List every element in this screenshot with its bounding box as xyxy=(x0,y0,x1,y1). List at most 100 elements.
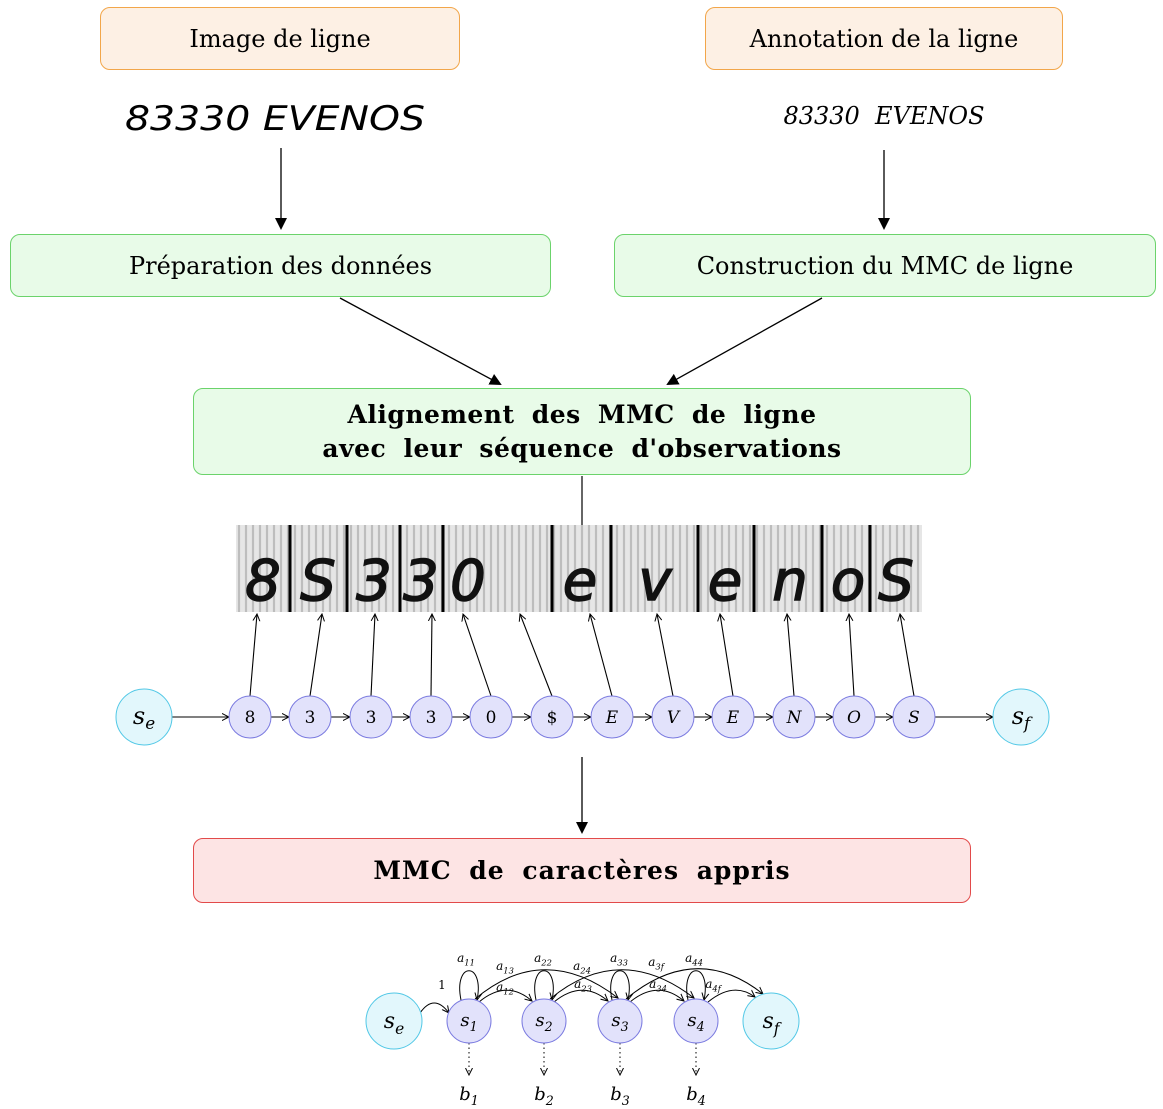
char-hmm-state-circle xyxy=(446,998,492,1044)
transition-end xyxy=(707,989,755,1003)
chain-end-node: sf xyxy=(992,688,1050,746)
transition-label-a44: a44 xyxy=(685,951,703,967)
chain-end-node-label: sf xyxy=(1012,702,1033,733)
char-hmm-state-s2: s2 xyxy=(521,998,567,1044)
transition-skip xyxy=(474,969,618,1000)
preparation-box: Préparation des données xyxy=(10,234,551,297)
transition-forward xyxy=(553,989,608,1003)
observation-link xyxy=(657,614,674,697)
char-hmm-state-label: s2 xyxy=(535,1010,552,1034)
transition-label-a33: a33 xyxy=(610,951,628,967)
chain-start-node-circle xyxy=(115,688,173,746)
transition-label-start: 1 xyxy=(438,978,446,992)
chain-state-circle xyxy=(590,695,634,739)
chain-state-label: 3 xyxy=(426,708,437,728)
observation-link xyxy=(249,614,257,697)
annotation-line-label: Annotation de la ligne xyxy=(749,24,1019,53)
chain-start-node: se xyxy=(115,688,173,746)
handwritten-glyph: n xyxy=(772,549,808,614)
handwritten-glyph: S xyxy=(878,549,914,614)
transition-start xyxy=(419,1002,449,1013)
annotation-text: 83330 EVENOS xyxy=(783,102,984,130)
chain-state-label: N xyxy=(786,708,803,728)
chain-state-node: 8 xyxy=(228,695,272,739)
transition-skip xyxy=(625,968,763,1000)
chain-state-circle xyxy=(409,695,453,739)
observation-link xyxy=(720,614,734,697)
chain-state-label: 3 xyxy=(305,708,316,728)
char-hmm-start-node-label: se xyxy=(384,1009,404,1038)
chain-state-label: 0 xyxy=(486,708,497,728)
handwritten-glyph: 3 xyxy=(403,549,439,614)
chain-state-node: E xyxy=(590,695,634,739)
arrow-construct-to-align xyxy=(666,297,823,385)
learned-box: MMC de caractères appris xyxy=(193,838,971,903)
chain-state-label: O xyxy=(847,708,861,728)
char-hmm-state-circle xyxy=(597,998,643,1044)
transition-self-loop xyxy=(686,970,706,1000)
observation-link xyxy=(431,614,432,697)
construction-box: Construction du MMC de ligne xyxy=(614,234,1156,297)
handwritten-glyph: 8 xyxy=(245,549,281,614)
arrow-prep-to-align xyxy=(339,297,502,385)
char-hmm-state-circle xyxy=(673,998,719,1044)
annotation-line-box: Annotation de la ligne xyxy=(705,7,1063,70)
chain-state-node: 3 xyxy=(349,695,393,739)
transition-label-a23: a23 xyxy=(574,977,592,993)
chain-state-circle xyxy=(711,695,755,739)
chain-state-circle xyxy=(228,695,272,739)
chain-state-label: V xyxy=(667,708,681,728)
chain-state-node: S xyxy=(892,695,936,739)
char-hmm-state-label: s1 xyxy=(460,1010,477,1034)
emission-label-b3: b3 xyxy=(610,1084,630,1108)
transition-label-a13: a13 xyxy=(496,959,514,975)
chain-state-label: E xyxy=(726,708,740,728)
char-hmm-state-label: s4 xyxy=(687,1010,704,1034)
chain-state-circle xyxy=(469,695,513,739)
handwritten-glyph: e xyxy=(563,549,597,614)
chain-state-circle xyxy=(651,695,695,739)
transition-skip xyxy=(549,969,694,1000)
char-hmm-state-circle xyxy=(521,998,567,1044)
handwritten-glyph: 3 xyxy=(356,549,392,614)
observation-link xyxy=(900,614,915,697)
chain-end-node-circle xyxy=(992,688,1050,746)
observation-link xyxy=(309,614,322,697)
alignment-label-line2: avec leur séquence d'observations xyxy=(322,433,842,463)
observation-link xyxy=(463,614,492,697)
chain-state-node: O xyxy=(832,695,876,739)
transition-label-a24: a24 xyxy=(573,959,591,975)
line-hmm-chain: se sf 8 3 3 3 0 $ E V E N O S xyxy=(115,614,1050,746)
char-hmm-end-node: sf xyxy=(742,992,800,1050)
chain-state-label: E xyxy=(605,708,619,728)
chain-state-node: V xyxy=(651,695,695,739)
learned-label: MMC de caractères appris xyxy=(373,856,791,885)
transition-forward xyxy=(478,989,532,1003)
handwritten-sample: 83330 EVENOS xyxy=(125,99,425,139)
alignment-label-line1: Alignement des MMC de ligne xyxy=(347,399,817,429)
chain-state-label: $ xyxy=(547,708,558,728)
chain-state-circle xyxy=(832,695,876,739)
transition-label-a11: a11 xyxy=(457,951,475,967)
preparation-label: Préparation des données xyxy=(128,251,433,280)
chain-state-circle xyxy=(772,695,816,739)
observation-link xyxy=(370,614,375,697)
chain-state-node: 0 xyxy=(469,695,513,739)
observation-link xyxy=(590,614,613,697)
observation-link xyxy=(849,614,855,697)
handwritten-glyph: v xyxy=(638,549,672,614)
transition-self-loop xyxy=(610,970,630,1000)
transition-label-a34: a34 xyxy=(649,977,667,993)
char-hmm-state-label: s3 xyxy=(611,1010,628,1034)
alignment-box: Alignement des MMC de ligne avec leur sé… xyxy=(193,388,971,475)
transition-label-a12: a12 xyxy=(496,980,514,996)
chain-start-node-label: se xyxy=(133,702,155,733)
image-line-label: Image de ligne xyxy=(189,24,371,53)
handwritten-glyph: e xyxy=(708,549,742,614)
observation-link xyxy=(520,614,553,697)
handwritten-glyph: S xyxy=(300,549,336,614)
char-hmm-end-node-circle xyxy=(742,992,800,1050)
chain-state-label: 3 xyxy=(366,708,377,728)
